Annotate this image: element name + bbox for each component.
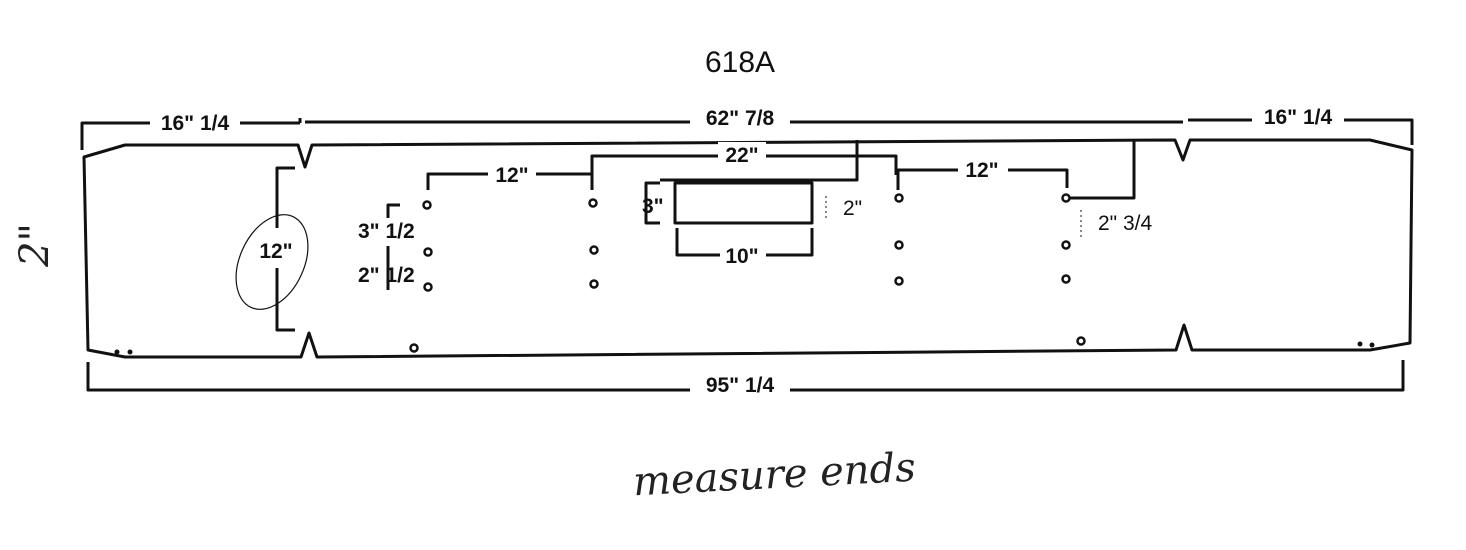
bumper-outline bbox=[82, 138, 1414, 359]
handwritten-side-note: 2" bbox=[12, 223, 58, 268]
hole-gap-lower: 2" 1/2 bbox=[358, 264, 415, 287]
slot-cutout bbox=[673, 181, 814, 225]
center-span-dimension: 22" bbox=[725, 144, 758, 167]
slot-height-dimension: 3" bbox=[642, 195, 664, 218]
right-hole-offset-dimension: 2" 3/4 bbox=[1098, 212, 1152, 235]
top-dimension-line bbox=[80, 104, 1414, 150]
handwritten-bottom-note: measure ends bbox=[632, 445, 917, 506]
handwritten-circle bbox=[235, 214, 309, 310]
drawing-title: 618A bbox=[705, 46, 775, 79]
right-end-dimension: 16" 1/4 bbox=[1264, 106, 1333, 129]
slot-width-dimension: 10" bbox=[725, 245, 758, 268]
height-left-dimension: 12" bbox=[259, 240, 292, 263]
overall-dimension: 95" 1/4 bbox=[706, 374, 775, 397]
hole-spacing-left: 12" bbox=[495, 164, 528, 187]
hole-spacing-right: 12" bbox=[965, 159, 998, 182]
mounting-holes bbox=[114, 193, 1375, 355]
left-end-dimension: 16" 1/4 bbox=[161, 112, 230, 135]
center-dimension: 62" 7/8 bbox=[706, 107, 775, 130]
slot-offset-dimension: 2" bbox=[843, 197, 862, 220]
hole-gap-upper: 3" 1/2 bbox=[358, 220, 415, 243]
